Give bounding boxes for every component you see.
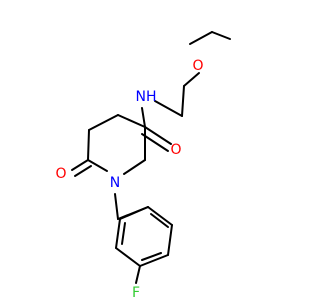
bond-ph-4-5 — [115, 247, 141, 267]
atom-fluorine: F — [132, 285, 140, 300]
atom-nitrogen-amide: NH — [136, 89, 157, 105]
bond-n-ch2 — [114, 193, 119, 220]
bond-ring-c4-c5 — [88, 114, 119, 131]
atom-oxygen-ether: O — [192, 58, 203, 74]
bond-ethyl-ch2-o — [211, 31, 231, 40]
bond-ph-2-3 — [167, 224, 173, 256]
bond-ph-inner-2 — [141, 252, 162, 261]
bond-ring-c6-n — [87, 159, 108, 172]
bond-ph-5-6 — [115, 218, 121, 249]
bond-ch2-nh — [154, 100, 183, 117]
bond-ring-n-c2 — [123, 159, 146, 175]
bond-ethyl-ch3 — [189, 31, 213, 45]
atom-oxygen-carbonyl: O — [170, 142, 181, 158]
bond-ph-inner-3 — [121, 222, 126, 245]
bond-c-f — [135, 265, 141, 284]
bond-ch2-ch2 — [181, 85, 185, 117]
atom-oxygen-lactam: O — [55, 166, 66, 182]
bond-ring-c5-c6 — [87, 129, 90, 161]
bond-nh-carbonyl — [141, 107, 146, 128]
molecule-structure: O NH O N O F — [55, 31, 231, 300]
bond-lactam-c-o-1 — [71, 159, 89, 171]
bond-ph-3-4 — [139, 254, 169, 267]
atom-nitrogen-ring: N — [110, 175, 120, 191]
bond-carbonyl-c-o-2 — [141, 133, 169, 152]
bond-o-ch2 — [183, 72, 200, 87]
bond-carbonyl-c-o-1 — [144, 126, 172, 145]
bond-ph-6-1 — [119, 206, 149, 220]
bond-ring-c3-c4 — [117, 114, 146, 128]
bond-ph-inner-1 — [150, 213, 169, 228]
bond-ph-1-2 — [147, 206, 173, 226]
bond-lactam-c-o-2 — [74, 165, 92, 177]
